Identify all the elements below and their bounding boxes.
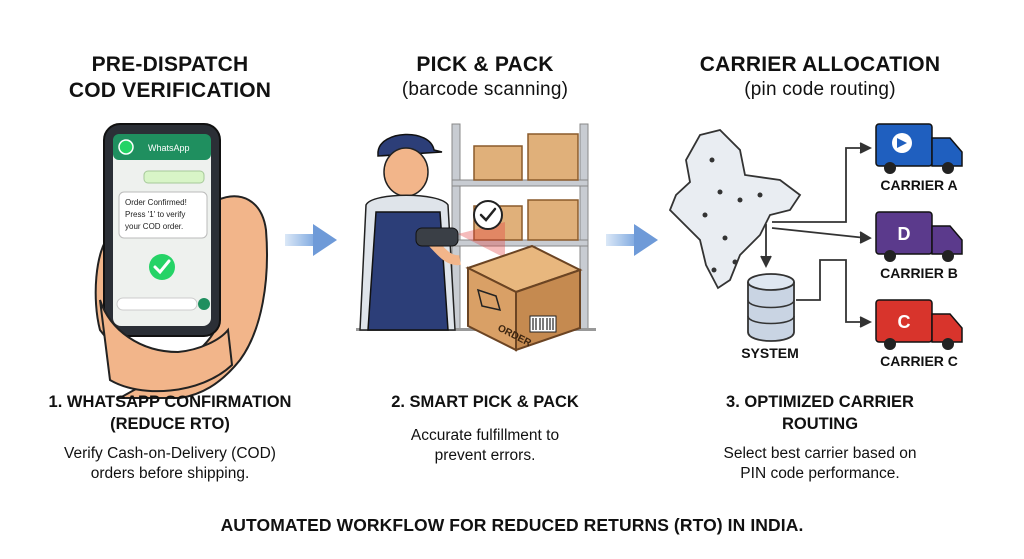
carrier-a-label: CARRIER A [880, 177, 957, 193]
india-map-illustration [668, 129, 802, 290]
truck-carrier-c: C [875, 299, 963, 350]
thumb-illustration [99, 299, 234, 393]
step-heading: 3. OPTIMIZED CARRIER ROUTING [655, 391, 985, 435]
step-line1: 3. OPTIMIZED CARRIER [726, 393, 914, 411]
step-description: Verify Cash-on-Delivery (COD) orders bef… [5, 444, 335, 484]
system-label: SYSTEM [741, 345, 799, 361]
phone-msg-line1: Order Confirmed! [125, 198, 187, 207]
whatsapp-logo-icon [118, 139, 134, 155]
step-heading: 2. SMART PICK & PACK [320, 391, 650, 413]
step-line2: ROUTING [781, 415, 859, 433]
carrier-c-label: CARRIER C [880, 353, 958, 369]
carrier-c-logo: C [898, 312, 911, 332]
order-box-illustration [465, 244, 583, 352]
step-line1: 2. SMART PICK & PACK [391, 393, 579, 411]
check-circle-icon [149, 254, 175, 280]
desc-line1: Verify Cash-on-Delivery (COD) [64, 445, 276, 462]
title-line2: COD VERIFICATION [68, 79, 272, 102]
carrier-b-label: CARRIER B [880, 265, 958, 281]
subtitle: (barcode scanning) [401, 79, 569, 100]
flow-arrow-1 [285, 224, 337, 256]
routing-arrows [760, 142, 873, 328]
desc-line2: prevent errors. [434, 447, 536, 464]
desc-line2: PIN code performance. [740, 465, 900, 482]
step-line2: (REDUCE RTO) [110, 415, 230, 433]
cart-icon [476, 288, 502, 312]
section-title: PRE-DISPATCH COD VERIFICATION [5, 52, 335, 104]
arrow-logo-icon [897, 138, 907, 148]
title-line1: PRE-DISPATCH [91, 53, 249, 76]
truck-carrier-a [875, 123, 963, 174]
step-description: Select best carrier based on PIN code pe… [655, 444, 985, 484]
phone-app-name: WhatsApp [148, 143, 190, 153]
truck-carrier-b: D [875, 211, 963, 262]
desc-line1: Select best carrier based on [723, 445, 917, 462]
step-description: Accurate fulfillment to prevent errors. [320, 426, 650, 466]
step-heading: 1. WHATSAPP CONFIRMATION (REDUCE RTO) [5, 391, 335, 435]
desc-line2: orders before shipping. [90, 465, 250, 482]
section-title: PICK & PACK (barcode scanning) [320, 52, 650, 102]
worker-illustration [359, 133, 505, 331]
title-line1: CARRIER ALLOCATION [699, 53, 941, 76]
phone-msg-line3: your COD order. [125, 222, 183, 231]
check-badge-icon [473, 200, 503, 230]
carrier-b-logo: D [898, 224, 911, 244]
desc-line1: Accurate fulfillment to [410, 427, 560, 444]
barcode-icon [529, 315, 557, 333]
step-line1: 1. WHATSAPP CONFIRMATION [48, 393, 292, 411]
flow-arrow-2 [606, 224, 658, 256]
section-title: CARRIER ALLOCATION (pin code routing) [655, 52, 985, 102]
phone-illustration [103, 123, 221, 337]
phone-msg-line2: Press '1' to verify [125, 210, 185, 219]
title-line1: PICK & PACK [416, 53, 554, 76]
footer-caption: AUTOMATED WORKFLOW FOR REDUCED RETURNS (… [220, 515, 804, 535]
subtitle: (pin code routing) [744, 79, 896, 100]
database-icon [747, 273, 795, 342]
